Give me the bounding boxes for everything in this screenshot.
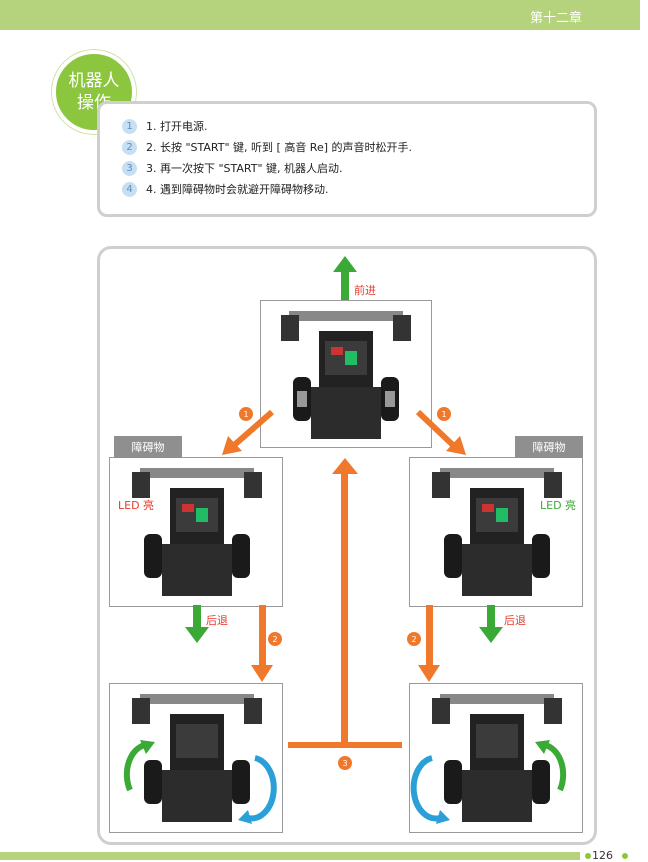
page-number: 126: [592, 849, 613, 862]
robot-left-obstacle-frame: [109, 457, 283, 607]
turn-arrow-left-1: [222, 409, 274, 455]
robot-illustration: [432, 694, 562, 822]
step-item: 3 3. 再一次按下 "START" 键, 机器人启动.: [122, 158, 343, 178]
step-number: 3: [122, 160, 137, 176]
chapter-title: 第十二章: [529, 11, 582, 26]
seq-badge-3: 3: [338, 756, 352, 770]
back-left-label: 后退: [206, 614, 228, 627]
badge-line1: 机器人: [68, 71, 120, 91]
page-dot-left: [585, 853, 591, 859]
forward-label: 前进: [354, 284, 376, 297]
step-text: 3. 再一次按下 "START" 键, 机器人启动.: [146, 162, 343, 175]
step-text: 2. 长按 "START" 键, 听到 [ 高音 Re] 的声音时松开手.: [146, 141, 413, 154]
robot-illustration: [132, 468, 262, 596]
back-right-label: 后退: [504, 614, 526, 627]
step-text: 4. 遇到障碍物时会就避开障碍物移动.: [146, 183, 329, 196]
turn-arrow-right-1: [415, 409, 466, 455]
robot-illustration: [432, 468, 562, 596]
robot-illustration: [281, 311, 411, 439]
seq-badge-1-left: 1: [239, 407, 253, 421]
rotate-arrow-left-blue: [238, 755, 277, 824]
robot-forward-frame: [260, 300, 432, 448]
rotate-arrow-right-blue: [410, 755, 450, 824]
robot-right-obstacle-frame: [409, 457, 583, 607]
turn-arrow-left-2: [251, 605, 273, 682]
return-arrow-center: [288, 458, 402, 748]
rotate-arrow-left-green: [123, 740, 155, 792]
header-bar: 第十二章: [0, 0, 640, 30]
step-item: 2 2. 长按 "START" 键, 听到 [ 高音 Re] 的声音时松开手.: [122, 137, 412, 157]
led-right-label: LED 亮: [540, 499, 577, 512]
forward-arrow: [333, 256, 357, 300]
obstacle-right-tag: 障碍物: [515, 436, 583, 458]
seq-badge-2-left: 2: [268, 632, 282, 646]
footer-bar: [0, 852, 580, 860]
robot-right-turn-frame: [409, 683, 583, 833]
steps-box: 1 1. 打开电源. 2 2. 长按 "START" 键, 听到 [ 高音 Re…: [97, 101, 597, 217]
page-dot-right: [622, 853, 628, 859]
step-number: 2: [122, 139, 137, 155]
back-arrow-right: [479, 605, 503, 643]
step-text: 1. 打开电源.: [146, 120, 208, 133]
back-arrow-left: [185, 605, 209, 643]
turn-arrow-right-2: [418, 605, 440, 682]
section-badge: 机器人 操作: [52, 50, 136, 134]
robot-left-turn-frame: [109, 683, 283, 833]
rotate-arrow-right-green: [535, 740, 567, 792]
led-left-label: LED 亮: [118, 499, 155, 512]
seq-badge-1-right: 1: [437, 407, 451, 421]
step-number: 4: [122, 181, 137, 197]
obstacle-left-tag: 障碍物: [114, 436, 182, 458]
seq-badge-2-right: 2: [407, 632, 421, 646]
step-number: 1: [122, 118, 137, 134]
step-item: 4 4. 遇到障碍物时会就避开障碍物移动.: [122, 179, 329, 199]
step-item: 1 1. 打开电源.: [122, 116, 208, 136]
robot-illustration: [132, 694, 262, 822]
